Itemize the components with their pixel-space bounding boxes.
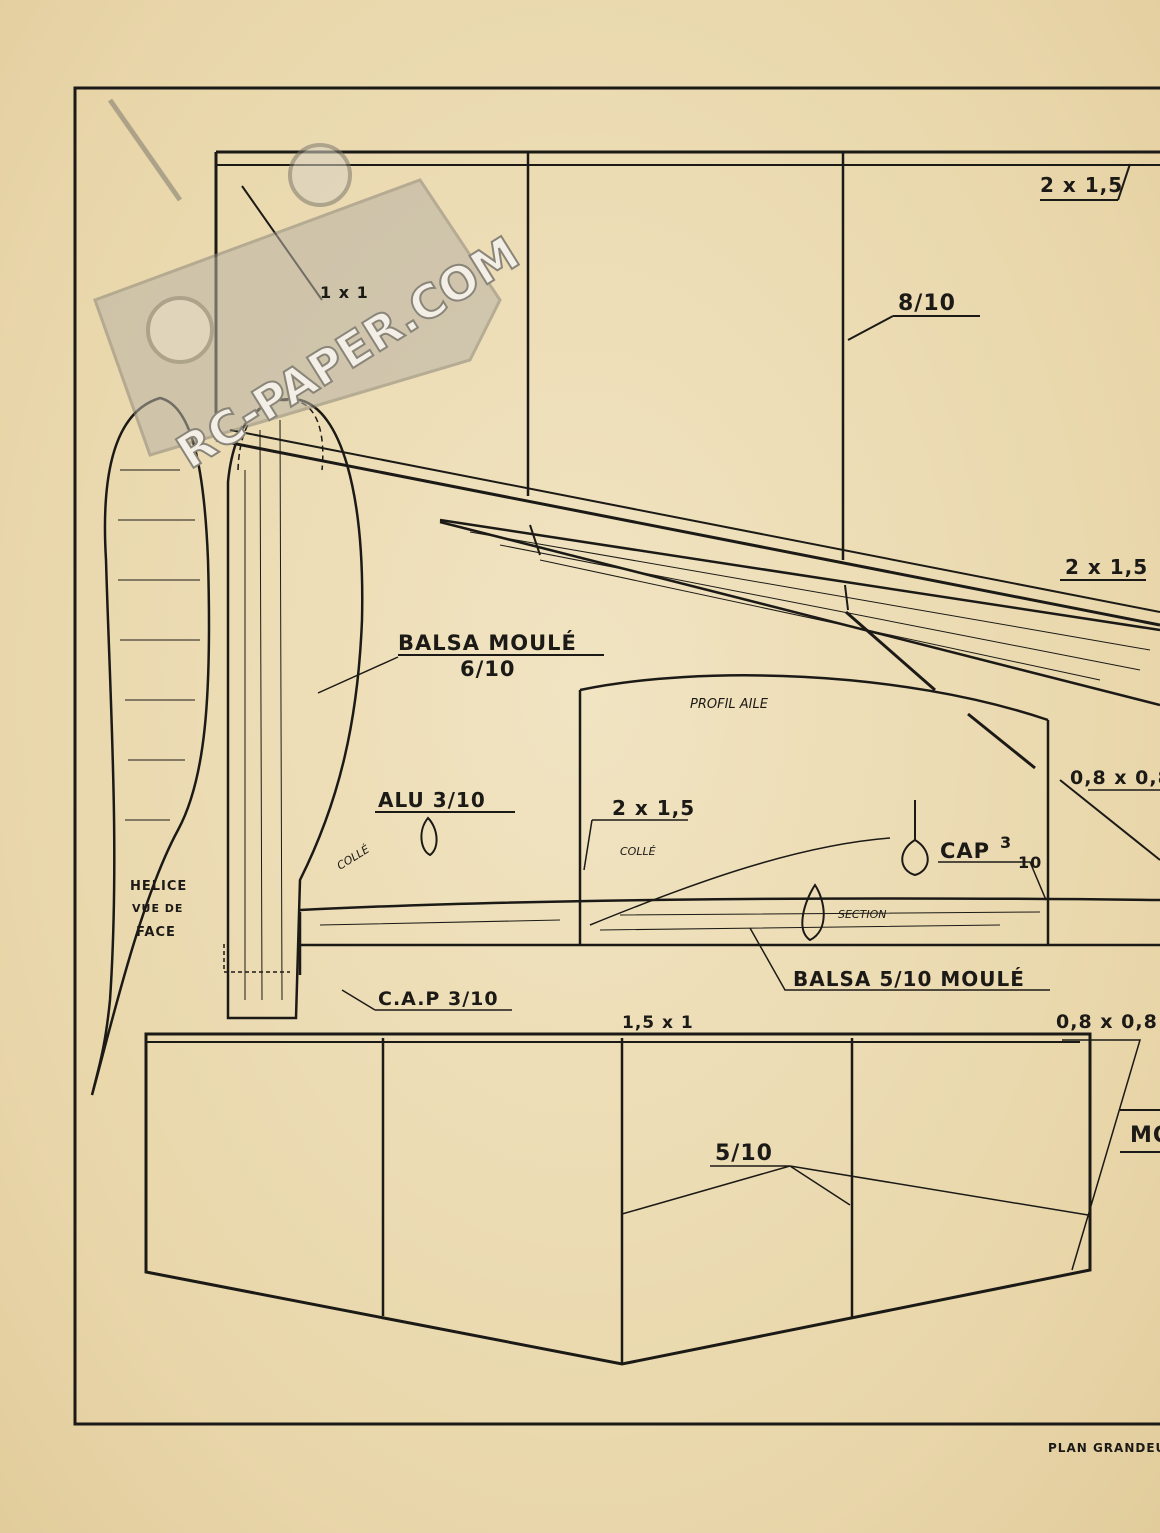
colle-label-2: COLLÉ — [620, 845, 656, 858]
dim-08x08-top-label: 0,8 x 0,8 — [1070, 767, 1160, 789]
dim-08x08-bottom-label: 0,8 x 0,8 — [1056, 1011, 1158, 1033]
cap-num-label: 3 — [1000, 833, 1012, 852]
balsa-moule-label: BALSA MOULÉ — [398, 630, 577, 655]
watermark-logo — [93, 98, 502, 457]
cap-bottom-label: C.A.P 3/10 — [378, 988, 499, 1010]
rib-5-10-label: 5/10 — [715, 1141, 773, 1166]
mo-label: MO — [1130, 1123, 1160, 1148]
upper-wing-panel — [214, 150, 1160, 627]
rib-8-10-label: 8/10 — [898, 291, 956, 316]
propeller-side-view — [90, 396, 211, 1096]
cap-den-label: 10 — [1018, 853, 1042, 872]
wing-profile-section — [298, 674, 1160, 1011]
section-label: SECTION — [838, 908, 886, 921]
sheet-border — [73, 86, 1160, 1426]
profil-aile-label: PROFIL AILE — [690, 697, 769, 712]
rib-1x1-label: 1 x 1 — [320, 283, 369, 302]
helice-label-2: VUE DE — [132, 902, 183, 915]
cap-label: CAP — [940, 839, 990, 863]
colle-label-1: COLLÉ — [335, 843, 372, 873]
spar-top-right-label: 2 x 1,5 — [1040, 173, 1123, 197]
helice-label-1: HELICE — [130, 879, 187, 894]
balsa-5-10-label: BALSA 5/10 MOULÉ — [793, 967, 1025, 991]
balsa-thickness-label: 6/10 — [460, 657, 516, 681]
leading-edge-stick — [439, 518, 1160, 770]
dim-15x1-label: 1,5 x 1 — [622, 1013, 694, 1033]
lower-tail-panel — [144, 1032, 1160, 1366]
helice-label-3: FACE — [136, 925, 176, 940]
spar-mid-label: 2 x 1,5 — [1065, 555, 1148, 579]
profile-spar-label: 2 x 1,5 — [612, 796, 695, 820]
alu-label: ALU 3/10 — [378, 788, 486, 812]
footer-label: PLAN GRANDEU — [1048, 1441, 1160, 1455]
